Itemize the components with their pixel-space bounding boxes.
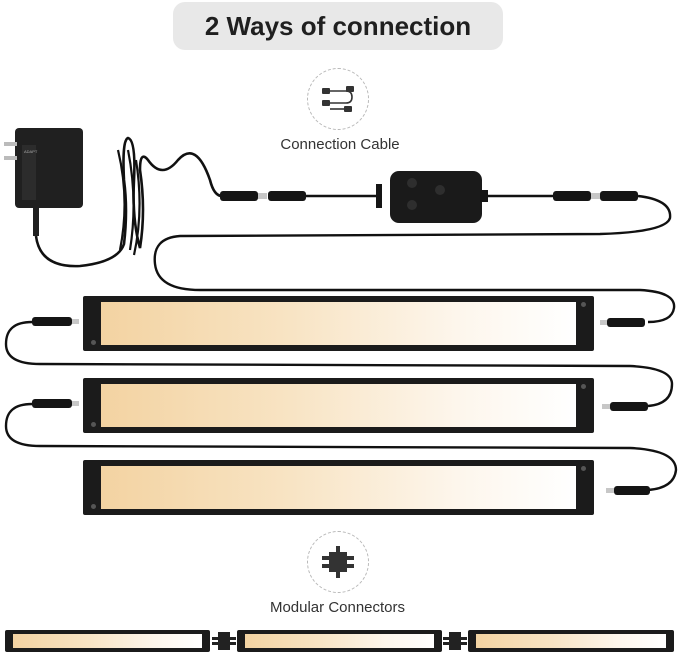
light-panel xyxy=(83,296,594,351)
page-title: 2 Ways of connection xyxy=(204,10,472,41)
light-panel-small xyxy=(468,630,674,652)
title-pill: 2 Ways of connection xyxy=(173,2,503,50)
modular-connector xyxy=(212,628,236,654)
light-panel-small xyxy=(237,630,442,652)
svg-text:ADAPT: ADAPT xyxy=(24,149,38,154)
connector-icon xyxy=(307,531,369,593)
connection-cable-label: Connection Cable xyxy=(280,136,400,153)
modular-connector xyxy=(443,628,467,654)
light-panel-small xyxy=(5,630,210,652)
light-panel xyxy=(83,378,594,433)
touch-switch-icon xyxy=(376,171,488,223)
modular-connectors-label: Modular Connectors xyxy=(269,599,406,616)
cable-icon xyxy=(307,68,369,130)
light-panel xyxy=(83,460,594,515)
power-adapter-icon: ADAPT xyxy=(4,128,83,236)
